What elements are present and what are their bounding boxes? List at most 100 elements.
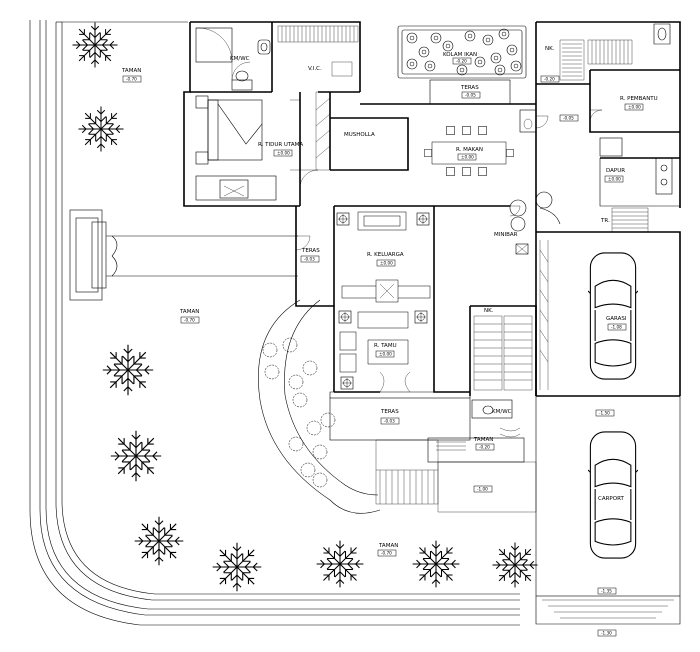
svg-text:CARPORT: CARPORT [598,496,624,502]
bathroom-top [195,27,271,91]
label-teras-left: TERAS -0.03 [300,248,320,263]
label-carport: CARPORT [598,496,624,502]
shrub [262,342,278,358]
svg-text:TERAS: TERAS [380,409,399,415]
front-terrace [329,391,525,463]
shrub [312,444,328,460]
svg-text:±0.00: ±0.00 [277,151,290,156]
pond-stone [464,30,476,42]
label-nk-top: NK. -0.20 [540,46,560,83]
pond-stone-core [477,59,483,65]
pond-stone [494,64,506,76]
terrace-top [429,79,511,105]
pond-stone [474,56,486,68]
label-r-tamu: R. TAMU ±0.00 [374,343,397,358]
service-stair [519,23,671,133]
svg-text:KM/WC: KM/WC [492,409,512,415]
pond-stone-core [467,33,473,39]
label-tr: TR. [600,218,610,224]
pond-stone [498,28,510,40]
shrub [288,436,304,452]
pond-stone [424,60,436,72]
svg-text:MUSHOLLA: MUSHOLLA [344,132,375,138]
pond-stone [418,46,430,58]
pond-stone-core [509,47,515,53]
walkway [124,235,298,277]
pond-stones [406,28,522,76]
svg-text:DAPUR: DAPUR [606,168,625,174]
svg-text:±0.00: ±0.00 [461,155,474,160]
pond-stone [506,44,518,56]
label-kmwc-front: KM/WC [492,409,512,415]
kitchen-counter [599,137,680,207]
label-teras-top: TERAS -0.05 [460,85,481,99]
svg-text:TERAS: TERAS [301,248,320,254]
tr-stairs [611,207,649,233]
svg-text:-0.20: -0.20 [544,77,555,82]
label-garasi: GARASI -1.08 [606,316,627,331]
svg-text:-0.70: -0.70 [126,77,137,82]
svg-text:TAMAN: TAMAN [378,543,398,549]
shrub [302,360,318,376]
svg-text:-0.20: -0.20 [456,59,467,64]
pond-stone-core [421,49,427,55]
svg-text:R. TAMU: R. TAMU [374,343,397,349]
pond-stone-core [427,63,433,69]
shrub [312,472,328,488]
main-staircase [473,240,549,391]
svg-text:-0.70: -0.70 [184,318,195,323]
svg-text:-0.05: -0.05 [563,116,574,121]
svg-text:±0.00: ±0.00 [379,352,392,357]
label-dapur: DAPUR ±0.00 [604,168,625,183]
label-taman-bottom: TAMAN -0.70 [377,543,398,557]
svg-text:KOLAM IKAN: KOLAM IKAN [443,52,477,58]
closet-rack [277,25,359,171]
label-r-keluarga: R. KELUARGA ±0.00 [367,252,404,267]
garden-path [258,299,381,514]
garden-trees [72,22,538,592]
family-room-furniture [336,211,431,303]
label-taman-nw: TAMAN -0.70 [121,68,141,83]
shrub [320,412,336,428]
svg-text:-1.08: -1.08 [611,325,622,330]
svg-text:-0.05: -0.05 [465,93,476,98]
label-level-150: -1.50 [595,409,615,417]
svg-text:MINIBAR: MINIBAR [494,232,518,238]
pond-stone [490,52,502,64]
label-minibar: MINIBAR [494,232,518,238]
label-taman-mid: TAMAN -0.70 [179,309,199,324]
label-musholla: MUSHOLLA [344,132,375,138]
label-vic: V.I.C. [308,66,322,72]
dining-set [424,126,514,176]
pond-stone-core [433,35,439,41]
shrub [292,392,308,408]
garden-shrubs [262,337,336,488]
svg-text:R. TIDUR UTAMA: R. TIDUR UTAMA [258,142,303,148]
label-level-135: -1.35 [597,587,617,595]
pond-stone-core [409,61,415,67]
pond-stone-core [445,43,451,49]
fish-pond [397,25,527,79]
svg-text:TR.: TR. [600,218,610,224]
label-level-100: -1.00 [473,485,493,493]
pond-stone [482,34,494,46]
shrub [282,337,298,353]
label-level-130: -1.30 [597,629,617,637]
pond-stone-core [493,55,499,61]
carport-area [535,395,681,625]
svg-text:R. KELUARGA: R. KELUARGA [367,252,404,258]
label-nk-mid: NK. [484,308,494,314]
svg-text:TAMAN: TAMAN [473,437,493,443]
label-taman-small: TAMAN -0.20 [473,437,495,451]
svg-text:R. MAKAN: R. MAKAN [456,147,483,153]
svg-text:-1.00: -1.00 [477,487,488,492]
front-steps [375,439,537,513]
pond-stone-core [497,67,503,73]
pond-stone-core [513,63,519,69]
pond-stone [510,60,522,72]
svg-text:-0.20: -0.20 [479,445,490,450]
svg-text:-0.70: -0.70 [381,551,392,556]
svg-text:NK.: NK. [484,308,494,314]
label-kolam-ikan: KOLAM IKAN -0.20 [443,52,477,65]
